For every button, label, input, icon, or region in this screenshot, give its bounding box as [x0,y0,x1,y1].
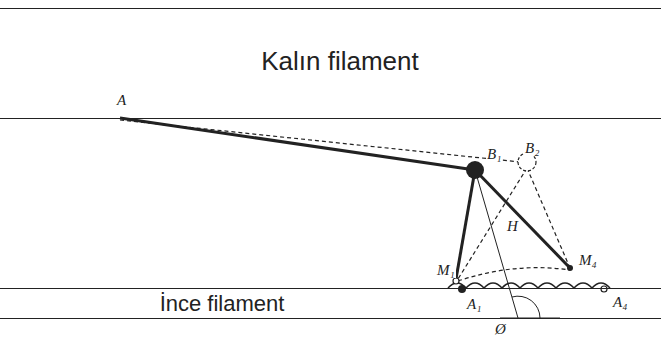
filament-label: Kalın filament [261,46,419,76]
point-label: M₄ [578,252,598,268]
filament-band: İnce filament [0,288,661,319]
point-label: B₁ [486,146,502,162]
point-label: Ø [494,321,507,337]
filament-band: Kalın filament [0,8,661,119]
point-label: A₁ [466,296,482,312]
point-label: M₁ [436,262,456,278]
point-label: H [506,218,519,234]
point-label: B₂ [524,140,540,156]
point-label: A₄ [612,294,628,310]
point-label: A [116,92,127,108]
filament-label: İnce filament [160,291,285,317]
